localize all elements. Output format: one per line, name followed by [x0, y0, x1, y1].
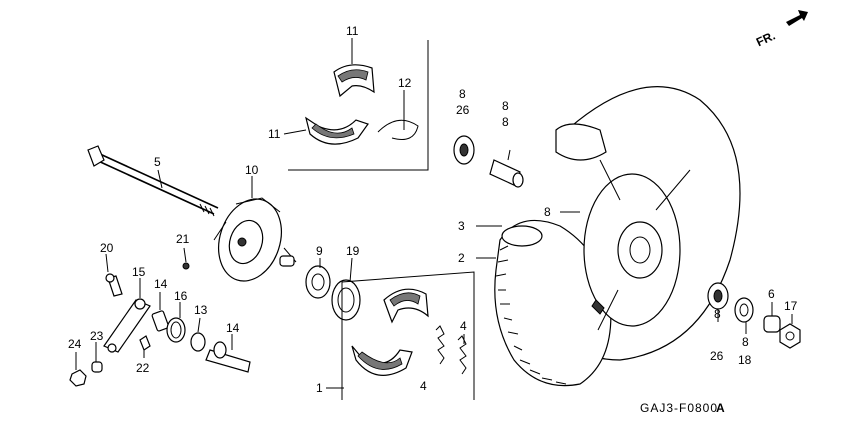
axle-nut-18 [779, 323, 801, 349]
diagram-code-suffix: A [716, 401, 725, 415]
callout-19: 18 [738, 353, 752, 367]
seal-13 [190, 332, 206, 352]
callout-24: 23 [90, 329, 104, 343]
axle-shaft [95, 159, 215, 215]
group-bracket-lower [341, 271, 475, 400]
shoe-spring-4a [435, 325, 445, 365]
callout-18: 17 [784, 299, 798, 313]
brake-shoe-lower [305, 116, 369, 145]
callout-labels: 11 11 12 5 10 8 26 8 8 3 2 8 9 19 20 21 … [68, 24, 798, 395]
gear-retainer-9 [305, 265, 331, 299]
callout-20: 19 [346, 244, 360, 258]
front-direction-arrow: FR. [754, 10, 808, 49]
valve-stem [591, 299, 605, 315]
tire-tread [495, 245, 567, 385]
callout-14-alt: 14 [226, 321, 240, 335]
callout-25: 24 [68, 337, 82, 351]
callout-21: 20 [100, 241, 114, 255]
dust-seal-20 [331, 279, 361, 321]
return-spring-17 [166, 317, 186, 343]
callout-13: 13 [194, 303, 208, 317]
callout-15: 14 [154, 277, 168, 291]
callout-1: 1 [316, 381, 323, 395]
callout-8: 8 [544, 205, 551, 219]
screw-22 [182, 262, 190, 270]
collar-6 [763, 315, 781, 333]
collar-24 [91, 361, 103, 373]
brake-cam-14 [205, 349, 251, 373]
tire-section-cut [555, 123, 607, 161]
callout-16: 15 [132, 265, 146, 279]
callout-26: 26 [710, 349, 724, 363]
wheel-hub [617, 221, 663, 279]
brake-spring-12 [377, 119, 419, 140]
callout-10: 10 [245, 163, 259, 177]
diagram-code-text: GAJ3-F0800 [640, 401, 718, 415]
callout-8: 8 [714, 307, 721, 321]
callout-2: 2 [458, 251, 465, 265]
group-bracket-upper [288, 40, 429, 171]
callout-11: 11 [346, 24, 359, 38]
callout-11: 11 [268, 127, 281, 141]
brake-arm-assembly [69, 262, 251, 387]
callout-4: 4 [420, 379, 427, 393]
callout-7: 8 [502, 99, 509, 113]
shoe-spring-4b [457, 335, 467, 375]
dust-seal-19 [734, 297, 754, 323]
callout-23: 22 [136, 361, 150, 375]
brake-shoe-lower-lining [311, 123, 355, 139]
wheel-spokes [597, 159, 691, 331]
front-axle [87, 145, 219, 217]
brake-shoe-upper-lining [337, 69, 369, 83]
nut-25 [69, 369, 87, 387]
pin-23 [139, 335, 151, 351]
callout-5: 5 [154, 155, 161, 169]
callout-17: 16 [174, 289, 188, 303]
callout-22: 21 [176, 232, 190, 246]
upper-bearing-parts [453, 135, 524, 188]
direction-label: FR. [754, 28, 777, 49]
callout-12: 12 [398, 76, 412, 90]
valve-3 [501, 225, 543, 247]
front-wheel [494, 86, 741, 387]
leader-lines [75, 38, 793, 389]
brake-shoe-group-upper [288, 40, 429, 171]
callout-8: 8 [502, 115, 509, 129]
callout-3: 3 [458, 219, 465, 233]
arrow-icon [786, 10, 808, 26]
callout-8: 8 [459, 87, 466, 101]
callout-4: 4 [460, 319, 467, 333]
diagram-code: GAJ3-F0800 A [640, 401, 725, 415]
right-side-parts [707, 282, 801, 349]
axle-head [87, 145, 105, 167]
callout-26: 26 [456, 103, 470, 117]
brake-panel [213, 197, 297, 282]
callout-8: 8 [742, 335, 749, 349]
indicator-plate-15 [151, 310, 170, 332]
callout-9: 9 [316, 244, 323, 258]
callout-6: 6 [768, 287, 775, 301]
hub-components [305, 265, 475, 400]
tire-2 [494, 219, 612, 387]
brake-shoe-1-lower [351, 345, 413, 376]
